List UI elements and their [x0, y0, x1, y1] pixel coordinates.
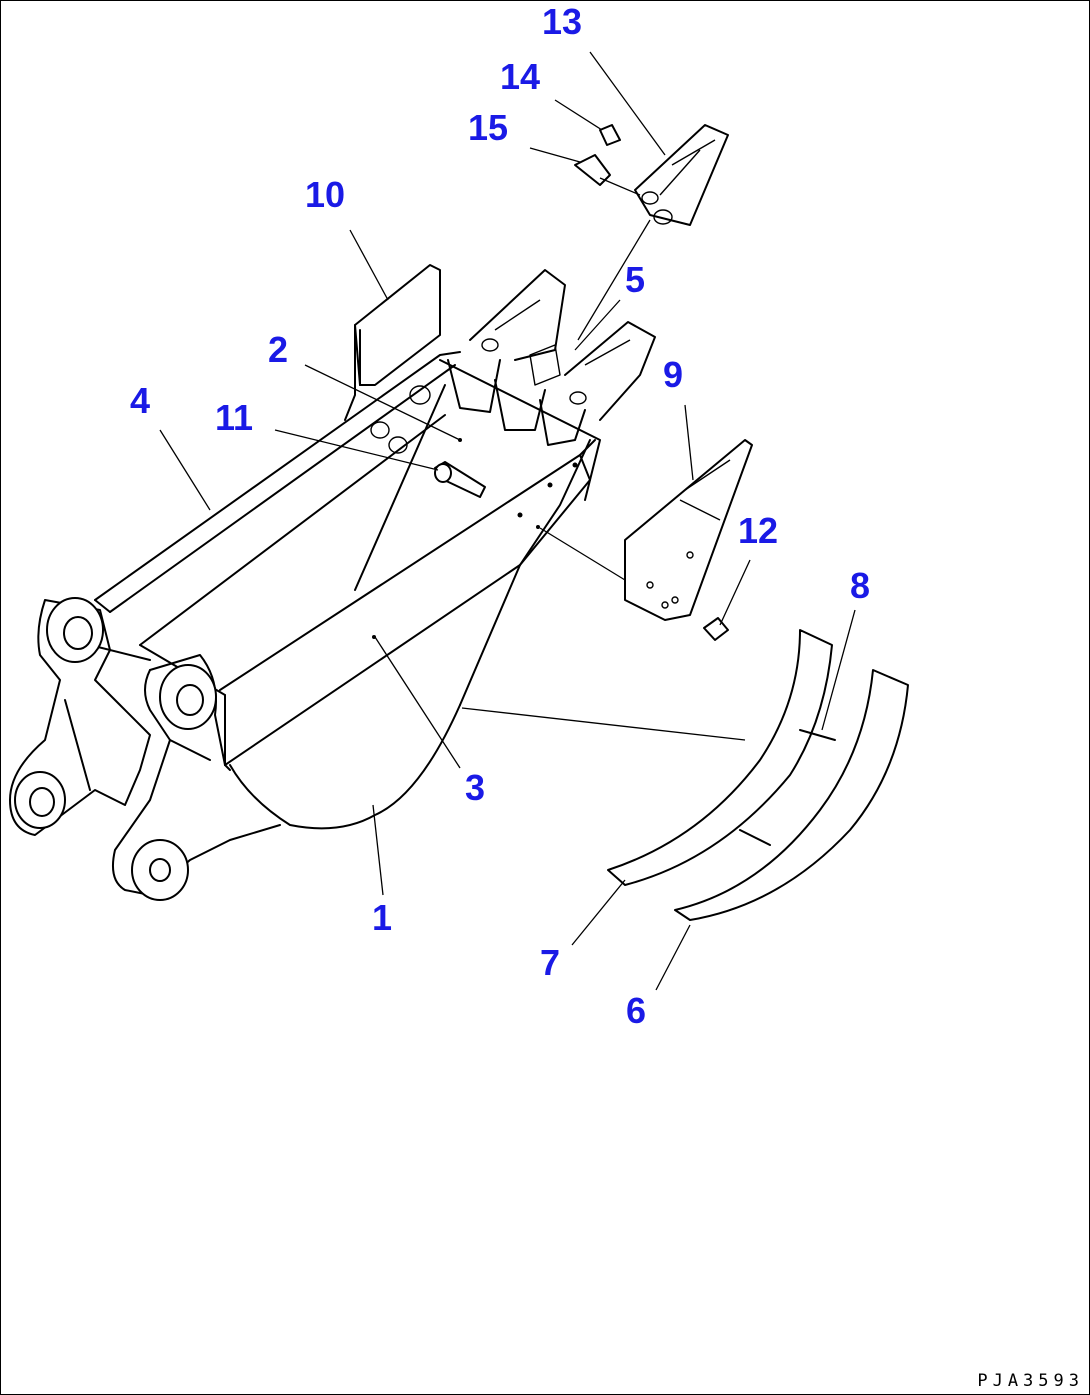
callout-3: 3 [465, 767, 485, 808]
tooth-13 [634, 124, 729, 226]
callout-9: 9 [663, 354, 683, 395]
pin-15 [574, 154, 611, 186]
bolt-12 [703, 617, 729, 641]
callout-6: 6 [626, 990, 646, 1031]
callout-1: 1 [372, 897, 392, 938]
leader-lines [159, 51, 856, 991]
callout-15: 15 [468, 107, 508, 148]
callout-7: 7 [540, 942, 560, 983]
callout-8: 8 [850, 565, 870, 606]
drawing-code: PJA3593 [977, 1371, 1084, 1391]
wear-plates [607, 629, 909, 921]
callout-13: 13 [542, 1, 582, 42]
callout-4: 4 [130, 380, 150, 421]
callout-labels: 13 14 15 10 5 2 9 4 11 12 8 3 1 7 6 [130, 1, 870, 1031]
callout-5: 5 [625, 259, 645, 300]
callout-12: 12 [738, 510, 778, 551]
callout-14: 14 [500, 56, 540, 97]
callout-11: 11 [215, 397, 253, 438]
lock-14 [599, 124, 621, 146]
bucket-assembly [9, 264, 656, 901]
callout-2: 2 [268, 329, 288, 370]
bolt-11 [434, 461, 486, 498]
side-cutter-9 [624, 439, 753, 621]
callout-10: 10 [305, 174, 345, 215]
